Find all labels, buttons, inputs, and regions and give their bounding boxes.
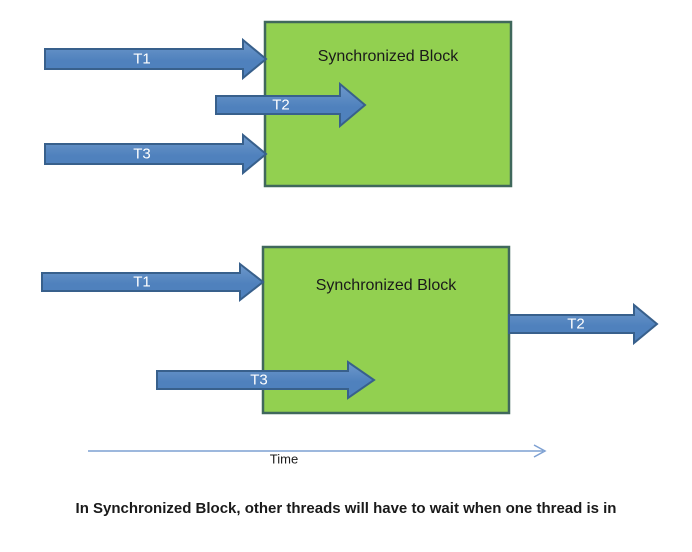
thread-label-t3-top: T3: [133, 145, 151, 163]
arrow-t2-top: [215, 81, 367, 129]
arrow-t1-top: [44, 37, 268, 81]
time-axis-arrowhead-icon: [533, 444, 547, 458]
block-label-top: Synchronized Block: [317, 48, 459, 65]
block-label-bottom: Synchronized Block: [315, 277, 457, 294]
thread-label-t2-top: T2: [272, 96, 290, 114]
arrow-t1-bottom: [41, 261, 265, 303]
thread-label-t2-bottom: T2: [567, 315, 585, 333]
arrow-t3-bottom: [156, 360, 376, 400]
thread-label-t1-bottom: T1: [133, 273, 151, 291]
arrow-t3-top: [44, 132, 268, 176]
caption-text: In Synchronized Block, other threads wil…: [75, 500, 617, 517]
thread-label-t1-top: T1: [133, 50, 151, 68]
thread-label-t3-bottom: T3: [250, 371, 268, 389]
time-axis-label: Time: [269, 451, 299, 467]
arrow-t2-bottom: [508, 302, 659, 346]
